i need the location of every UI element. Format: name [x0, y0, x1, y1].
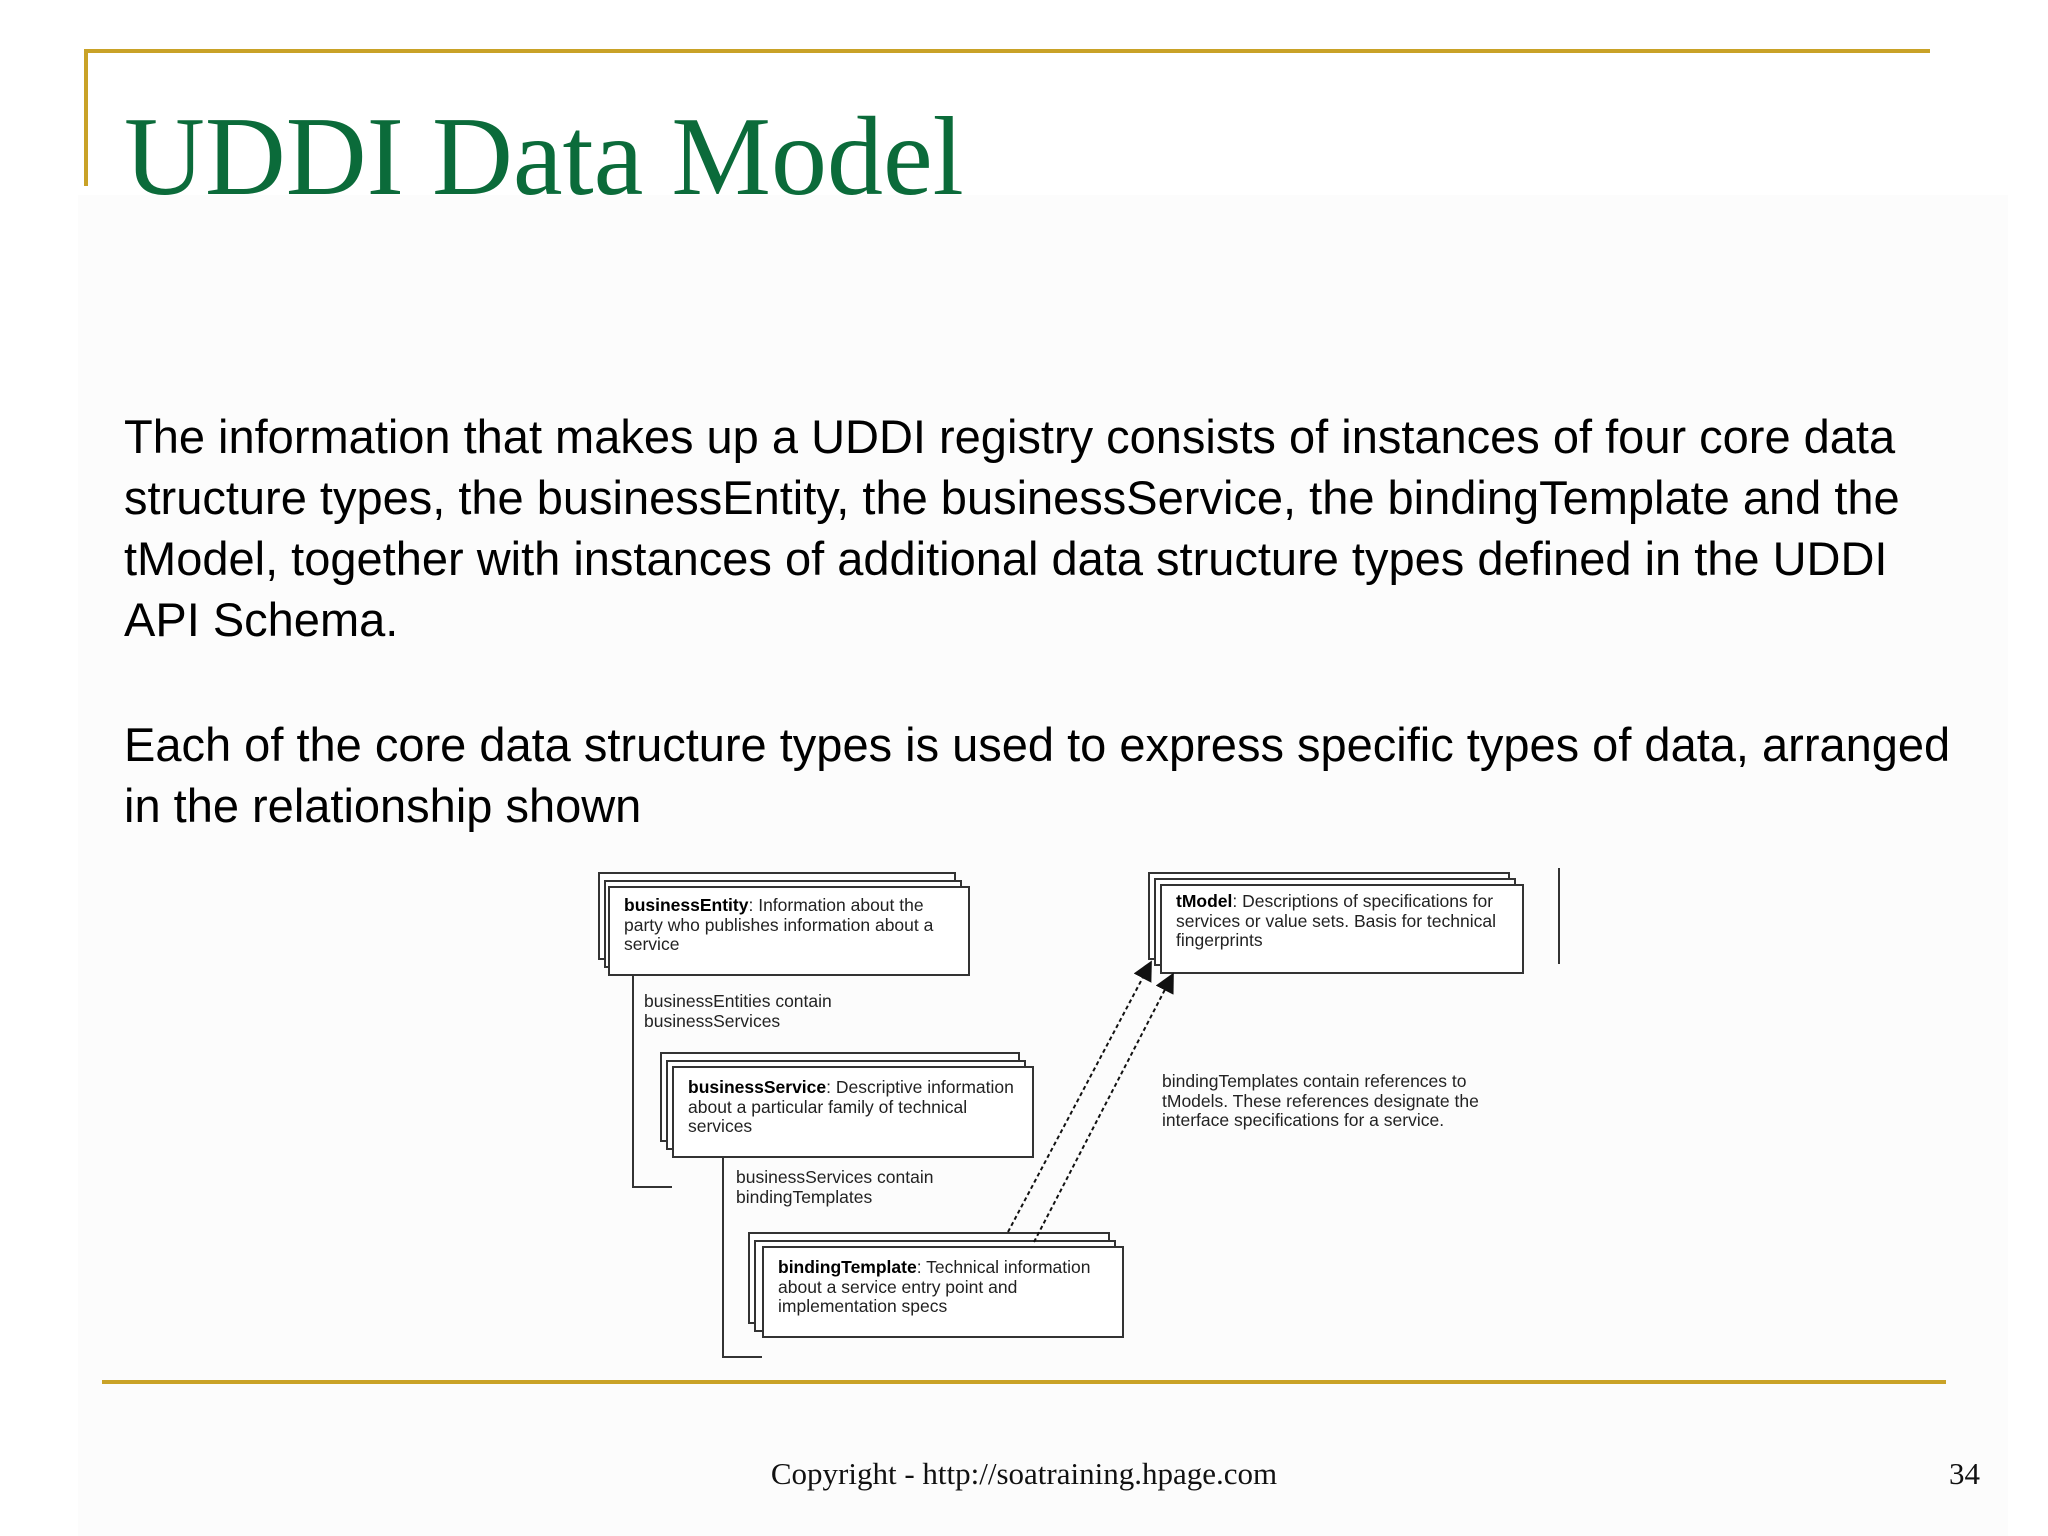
business-service-box: businessService: Descriptive information… [672, 1066, 1034, 1158]
business-entity-name: businessEntity [624, 895, 749, 915]
tmodel-bracket [1558, 868, 1560, 964]
binding-template-name: bindingTemplate [778, 1257, 917, 1277]
binding-template-description: : Technical information about a service … [778, 1257, 1091, 1316]
title-rule-top [84, 49, 1930, 53]
reference-arrow [1007, 960, 1152, 1233]
uddi-data-model-diagram: businessEntity: Information about the pa… [590, 868, 1570, 1358]
intro-paragraph: The information that makes up a UDDI reg… [124, 410, 1900, 646]
page-number: 34 [1949, 1456, 1980, 1491]
business-service-name: businessService [688, 1077, 827, 1097]
business-entity-description: : Information about the party who publis… [624, 895, 934, 954]
relationship-paragraph: Each of the core data structure types is… [124, 718, 1951, 832]
reference-arrow [1033, 972, 1174, 1243]
entities-contain-services-note: businessEntities contain businessService… [644, 991, 832, 1031]
services-contain-templates-note: businessServices contain bindingTemplate… [736, 1167, 934, 1207]
business-service-description: : Descriptive information about a partic… [688, 1077, 1014, 1136]
entity-service-connector [632, 974, 634, 1188]
footer-rule [102, 1380, 1946, 1384]
tmodel-name: tModel [1176, 891, 1233, 911]
title-rule-left [84, 49, 88, 186]
business-entity-box: businessEntity: Information about the pa… [608, 886, 970, 976]
tmodel-box: tModel: Descriptions of specifications f… [1160, 884, 1524, 974]
slide-title: UDDI Data Model [124, 95, 964, 219]
copyright-footer: Copyright - http://soatraining.hpage.com [770, 1456, 1278, 1491]
templates-reference-tmodels-note: bindingTemplates contain references to t… [1162, 1071, 1479, 1130]
tmodel-description: : Descriptions of specifications for ser… [1176, 891, 1496, 950]
service-template-connector [722, 1158, 724, 1358]
service-template-connector-h [722, 1356, 762, 1358]
binding-template-box: bindingTemplate: Technical information a… [762, 1246, 1124, 1338]
entity-service-connector-h [632, 1186, 672, 1188]
template-to-tmodel-arrows [1007, 960, 1174, 1243]
